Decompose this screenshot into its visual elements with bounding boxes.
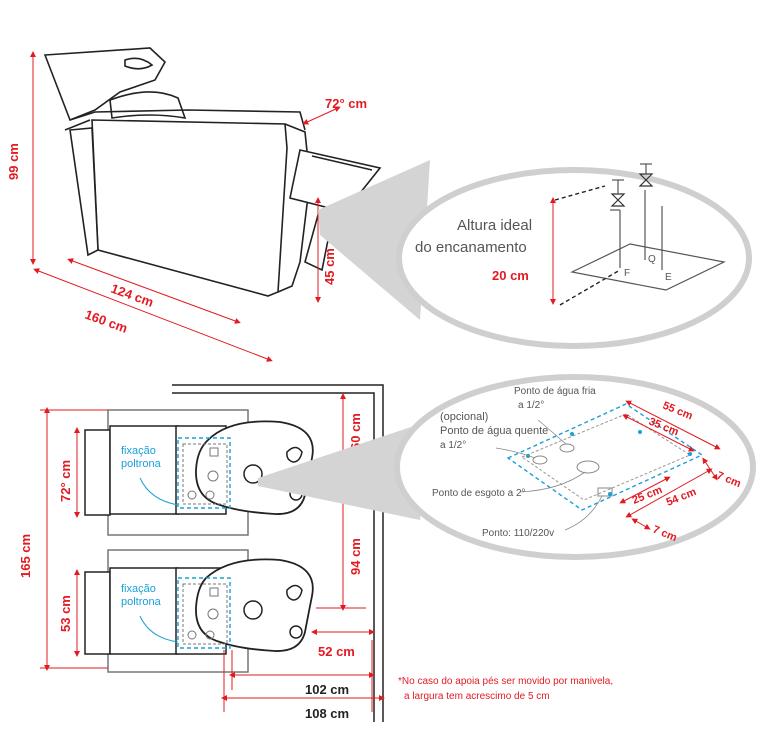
- dim-165-label: 165 cm: [18, 534, 33, 578]
- fixation-label-1a: fixação: [121, 445, 156, 457]
- chair-plan-2: [84, 549, 314, 673]
- dim-72-plan-label: 72° cm: [58, 460, 73, 502]
- detail-leaders: [495, 419, 603, 531]
- fixation-points-2: [182, 583, 228, 645]
- detail-callout-beam: [258, 420, 432, 520]
- power-label: Ponto: 110/220v: [482, 528, 554, 539]
- fixation-label-2a: fixação: [121, 583, 156, 595]
- plumbing-schematic: [570, 163, 726, 291]
- plumbing-bubble: [396, 167, 752, 349]
- hot-water-line1: (opcional): [440, 411, 488, 423]
- dim-99-label: 99 cm: [6, 143, 21, 180]
- dim-124-label: 124 cm: [109, 281, 156, 310]
- dim-108-label: 108 cm: [305, 706, 349, 721]
- dim-52-label: 52 cm: [318, 644, 355, 659]
- wall-outline: [172, 384, 384, 722]
- detail-dimensions: [619, 400, 721, 530]
- dim-102-label: 102 cm: [305, 682, 349, 697]
- cold-water-line2: a 1/2°: [518, 400, 544, 411]
- fixation-label-2b: poltrona: [121, 596, 162, 608]
- letter-f: F: [624, 268, 630, 279]
- dim-45-label: 45 cm: [322, 248, 337, 285]
- hot-water-line3: a 1/2°: [440, 440, 466, 451]
- dim-60-label: 60 cm: [348, 413, 363, 450]
- plumbing-label-line2: do encanamento: [415, 239, 527, 256]
- note-line1: *No caso do apoia pés ser movido por man…: [398, 676, 613, 687]
- plumbing-height-label: 20 cm: [492, 268, 529, 283]
- hot-water-line2: Ponto de água quente: [440, 425, 548, 437]
- cold-water-line1: Ponto de água fria: [514, 386, 596, 397]
- plumbing-dashed-guides: [554, 185, 621, 306]
- dim-160-label: 160 cm: [83, 307, 130, 336]
- fixation-label-1b: poltrona: [121, 458, 162, 470]
- drain-label: Ponto de esgoto a 2°: [432, 488, 526, 499]
- fixation-zone-1: [177, 437, 231, 509]
- note-line2: a largura tem acrescimo de 5 cm: [404, 691, 550, 702]
- dim-53-label: 53 cm: [58, 595, 73, 632]
- letter-q: Q: [648, 254, 656, 265]
- plumbing-label-line1: Altura ideal: [457, 217, 532, 234]
- dim-72-top-label: 72° cm: [325, 96, 367, 111]
- dim-94-label: 94 cm: [348, 538, 363, 575]
- fixation-arrow-2: [139, 615, 179, 643]
- top-dimensions: [30, 51, 341, 362]
- detail-bubble: [394, 374, 756, 560]
- letter-e: E: [665, 272, 672, 283]
- fixation-points-1: [182, 443, 228, 505]
- fixation-arrow-1: [139, 477, 179, 506]
- fixation-zone-2: [177, 577, 231, 649]
